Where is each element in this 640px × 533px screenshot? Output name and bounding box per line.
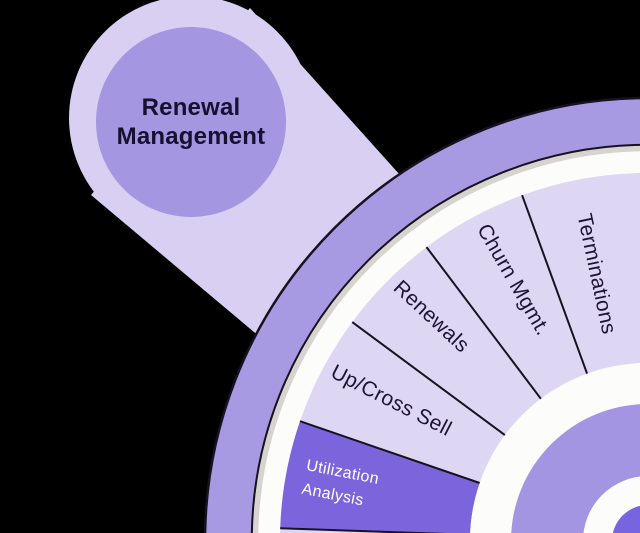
segment-divider: [351, 321, 506, 436]
wheel-center-circle: [612, 505, 640, 533]
wheel-segment-churn-mgmt[interactable]: [426, 195, 588, 399]
segment-divider: [299, 420, 481, 484]
segment-divider: [425, 246, 542, 400]
wheel-segment-up-cross-sell[interactable]: [300, 322, 505, 483]
wheel-segment-terminations[interactable]: [522, 173, 640, 374]
wheel-segment-renewals[interactable]: [352, 247, 541, 436]
wheel-segment-utilization-analysis[interactable]: [280, 421, 480, 533]
segment-divider: [521, 194, 589, 375]
segment-divider: [280, 527, 448, 533]
callout-circle[interactable]: Renewal Management: [96, 27, 286, 217]
callout-label: Renewal Management: [116, 93, 266, 150]
